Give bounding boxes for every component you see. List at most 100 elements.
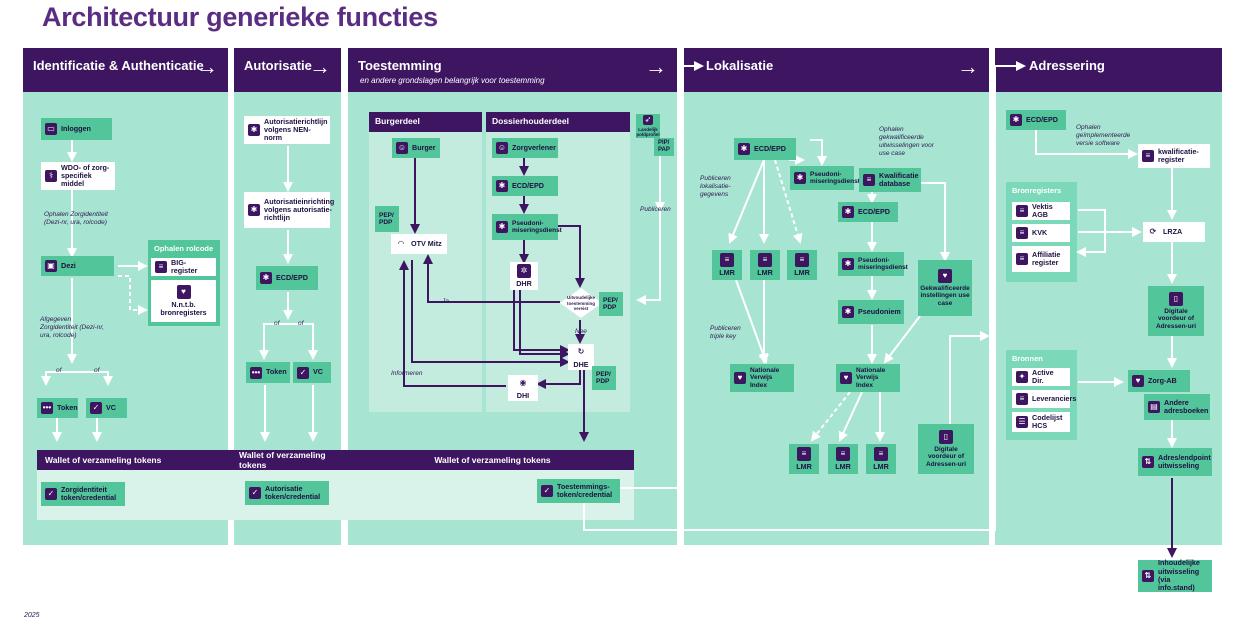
- node-label: PEP/ PDP: [596, 370, 611, 385]
- ecd-epd-node: ✱ECD/EPD: [492, 176, 558, 196]
- node-label: WDO- of zorg-specifiek middel: [61, 162, 110, 189]
- node-label: LMR: [873, 461, 889, 471]
- credential-icon: ✓: [45, 488, 57, 500]
- database-icon: ≡: [1016, 227, 1028, 239]
- token-node: •••Token: [37, 398, 78, 418]
- node-label: Autorisatierichtlijn volgens NEN-norm: [264, 116, 328, 143]
- credential-icon: ✓: [541, 485, 553, 497]
- hands-heart-icon: ♥: [938, 268, 952, 283]
- autorisatieinrichting-node: ✱Autorisatieinrichting volgens autorisat…: [244, 192, 334, 228]
- database-icon: ≡: [1016, 253, 1028, 265]
- node-label: LMR: [796, 461, 812, 471]
- column-title: Adressering: [1029, 58, 1105, 73]
- node-label: DHR: [516, 278, 532, 288]
- page-title: Architectuur generieke functies: [42, 2, 438, 32]
- node-label: Pseudoni-miseringsdienst: [858, 256, 908, 271]
- network-icon: ✲: [517, 263, 531, 278]
- pseudonimisering-node: ✱ Pseudoni-miseringsdienst: [790, 166, 860, 190]
- node-label: Zorgverlener: [512, 142, 556, 152]
- toestemming-credential-node: ✓Toestemmings-token/credential: [537, 479, 620, 503]
- nationale-verwijs-index-node-2: ♥Nationale Verwijs Index: [836, 364, 900, 392]
- kwalificatie-database-node: ≡ Kwalificatie database: [859, 168, 921, 192]
- wallet-header-3: Wallet of verzameling tokens: [351, 450, 634, 470]
- medical-icon: ⚕: [45, 170, 57, 182]
- node-label: Digitale voordeur of Adressen-uri: [1155, 307, 1197, 330]
- node-label: kwalificatie-register: [1158, 146, 1199, 164]
- ntb-bronregisters-node: ♥N.n.t.b. bronregisters: [151, 280, 216, 322]
- person-icon: ☺: [396, 142, 408, 154]
- lmr-node-6: ≡LMR: [866, 444, 896, 474]
- gear-icon: ✱: [738, 143, 750, 155]
- pep-pdp-node: PEP/ PDP: [592, 366, 616, 390]
- kvk-node: ≡KVK: [1012, 224, 1070, 242]
- node-label: Digitale voordeur of Adressen-uri: [925, 445, 967, 468]
- label-of: of: [274, 320, 280, 327]
- dhi-node: ◉DHI: [508, 375, 538, 401]
- hands-heart-icon: ♥: [1132, 375, 1144, 387]
- column-title: Lokalisatie: [706, 58, 774, 73]
- arrow-right-icon: →: [196, 54, 218, 79]
- id-card-icon: ▣: [45, 260, 57, 272]
- column-header: Adressering: [995, 48, 1222, 92]
- pseudonimisering-node: ✱ Pseudoni-miseringsdienst: [838, 252, 908, 276]
- gear-icon: ✱: [842, 258, 854, 270]
- codelijst-hcs-node: ☰ Codelijst HCS: [1012, 412, 1070, 432]
- year-label: 2025: [24, 612, 40, 619]
- node-label: Leveranciers: [1032, 393, 1077, 403]
- andere-adresboeken-node: ▤Andere adresboeken: [1144, 394, 1210, 420]
- node-label: BIG-register: [171, 257, 198, 275]
- node-label: Kwalificatie database: [879, 170, 919, 188]
- label-publiceren: Publiceren: [640, 206, 671, 213]
- node-label: N.n.t.b. bronregisters: [160, 299, 207, 317]
- node-label: Active Dir.: [1032, 367, 1054, 385]
- node-label: LMR: [835, 461, 851, 471]
- database-icon: ≡: [155, 261, 167, 273]
- pep-pdp-node: PEP/ PDP: [599, 292, 623, 316]
- node-label: Landelijk poldprofiel: [636, 126, 660, 137]
- label-nee: Nee: [575, 328, 587, 335]
- vc-node: ✓VC: [86, 398, 127, 418]
- arrow-right-icon: →: [645, 54, 667, 79]
- group-title: Bronregisters: [1012, 186, 1062, 195]
- arrow-right-icon: →: [957, 54, 979, 79]
- inhoudelijke-uitwisseling-node: ⇅Inhoudelijke uitwisseling (via info.sta…: [1138, 559, 1212, 592]
- node-label: ECD/EPD: [276, 272, 308, 282]
- database-icon: ≡: [795, 252, 809, 267]
- door-icon: ▯: [939, 429, 953, 444]
- lmr-node-3: ≡LMR: [787, 250, 817, 280]
- vektis-agb-node: ≡Vektis AGB: [1012, 202, 1070, 220]
- token-node: •••Token: [246, 362, 290, 383]
- otv-mitz-node: ◠ OTV Mitz: [391, 234, 447, 254]
- database-icon: ≡: [863, 174, 875, 186]
- rocket-icon: ➶: [643, 114, 653, 125]
- column-header: Identificatie & Authenticatie →: [23, 48, 228, 92]
- gear-icon: ✱: [794, 172, 806, 184]
- node-label: Adres/endpoint uitwisseling: [1158, 452, 1211, 470]
- node-label: OTV Mitz: [411, 238, 442, 248]
- gear-icon: ✱: [248, 204, 260, 216]
- column-title: Identificatie & Authenticatie: [33, 58, 204, 73]
- book-icon: ▤: [1148, 401, 1160, 413]
- node-label: PEP/ PDP: [379, 211, 394, 226]
- database-icon: ≡: [1142, 150, 1154, 162]
- gear-icon: ✱: [496, 221, 508, 233]
- zorgverlener-node: ☺Zorgverlener: [492, 138, 558, 158]
- database-icon: ≡: [797, 446, 811, 461]
- refresh-icon: ↻: [574, 344, 588, 359]
- node-label: Codelijst HCS: [1032, 412, 1063, 430]
- hands-heart-icon: ♥: [840, 372, 852, 384]
- digitale-voordeur-node: ▯Digitale voordeur of Adressen-uri: [1148, 286, 1204, 336]
- node-label: Pseudoni-miseringsdienst: [810, 170, 860, 185]
- check-shield-icon: ✓: [297, 366, 309, 379]
- node-label: LRZA: [1163, 226, 1183, 236]
- node-label: LMR: [719, 267, 735, 277]
- node-label: PEP/ PDP: [603, 296, 618, 311]
- group-title: Ophalen rolcode: [154, 244, 214, 253]
- column-header: Autorisatie →: [234, 48, 341, 92]
- wifi-icon: ◠: [395, 238, 407, 250]
- node-label: Token: [57, 402, 78, 412]
- lmr-node-4: ≡LMR: [789, 444, 819, 474]
- active-dir-node: ✦Active Dir.: [1012, 368, 1070, 386]
- label-ophalen-versie: Ophalen geïmplementeerde versie software: [1076, 124, 1131, 148]
- list-icon: ☰: [1016, 416, 1028, 428]
